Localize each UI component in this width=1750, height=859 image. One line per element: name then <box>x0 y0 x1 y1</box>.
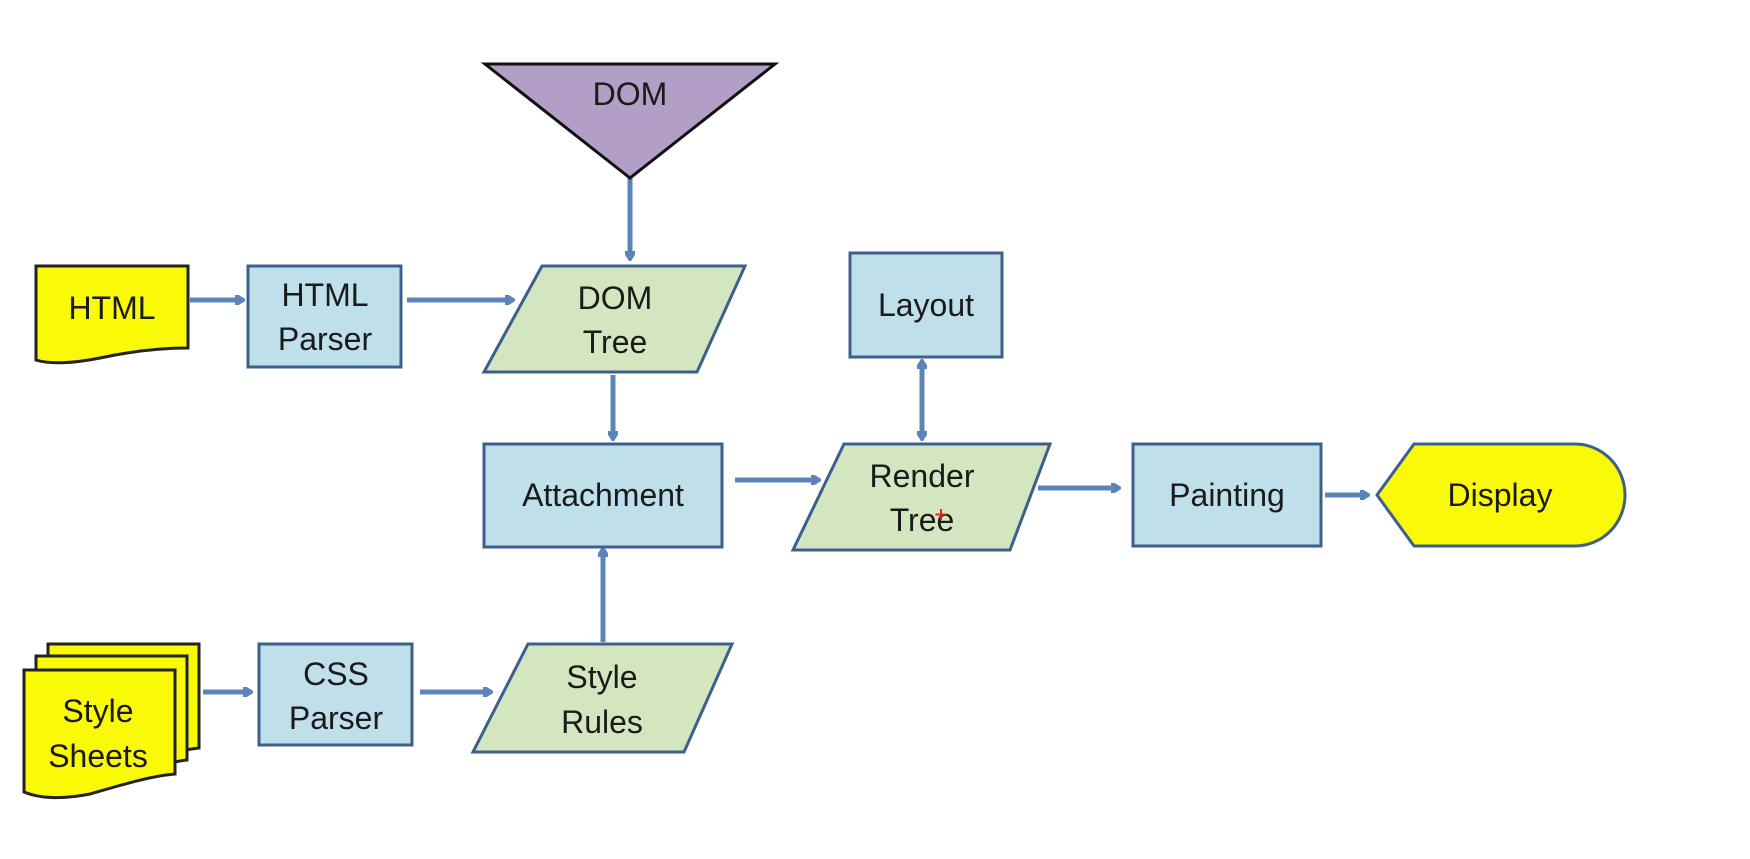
style-rules-label-line2: Rules <box>561 704 643 740</box>
painting-label: Painting <box>1169 477 1285 513</box>
html-node-label: HTML <box>68 290 155 326</box>
html-parser-label-line2: Parser <box>278 321 373 357</box>
dom-node: DOM <box>480 62 780 180</box>
dom-node-label: DOM <box>593 76 668 112</box>
dom-tree-label-line2: Tree <box>583 324 648 360</box>
attachment-label: Attachment <box>522 477 684 513</box>
css-parser-label-line1: CSS <box>303 656 369 692</box>
painting-node: Painting <box>1131 442 1323 548</box>
cursor-crosshair-icon <box>935 509 947 520</box>
style-rules-label-line1: Style <box>566 659 637 695</box>
layout-node: Layout <box>848 251 1004 359</box>
css-parser-label-line2: Parser <box>289 700 384 736</box>
attachment-node: Attachment <box>482 442 724 549</box>
render-tree-node: Render Tree <box>790 442 1053 552</box>
dom-tree-label-line1: DOM <box>578 280 653 316</box>
display-node: Display <box>1375 442 1627 548</box>
dom-tree-node: DOM Tree <box>481 264 748 374</box>
render-tree-label-line2: Tree <box>890 502 955 538</box>
style-rules-node: Style Rules <box>470 642 735 754</box>
html-node: HTML <box>34 264 190 365</box>
layout-label: Layout <box>878 287 974 323</box>
css-parser-node: CSS Parser <box>257 642 414 747</box>
html-parser-node: HTML Parser <box>246 264 403 369</box>
style-sheets-node: Style Sheets <box>22 642 201 800</box>
render-tree-label-line1: Render <box>870 458 975 494</box>
style-sheets-label-line2: Sheets <box>48 738 148 774</box>
display-label: Display <box>1448 477 1553 513</box>
html-parser-label-line1: HTML <box>281 277 368 313</box>
style-sheets-label-line1: Style <box>62 693 133 729</box>
